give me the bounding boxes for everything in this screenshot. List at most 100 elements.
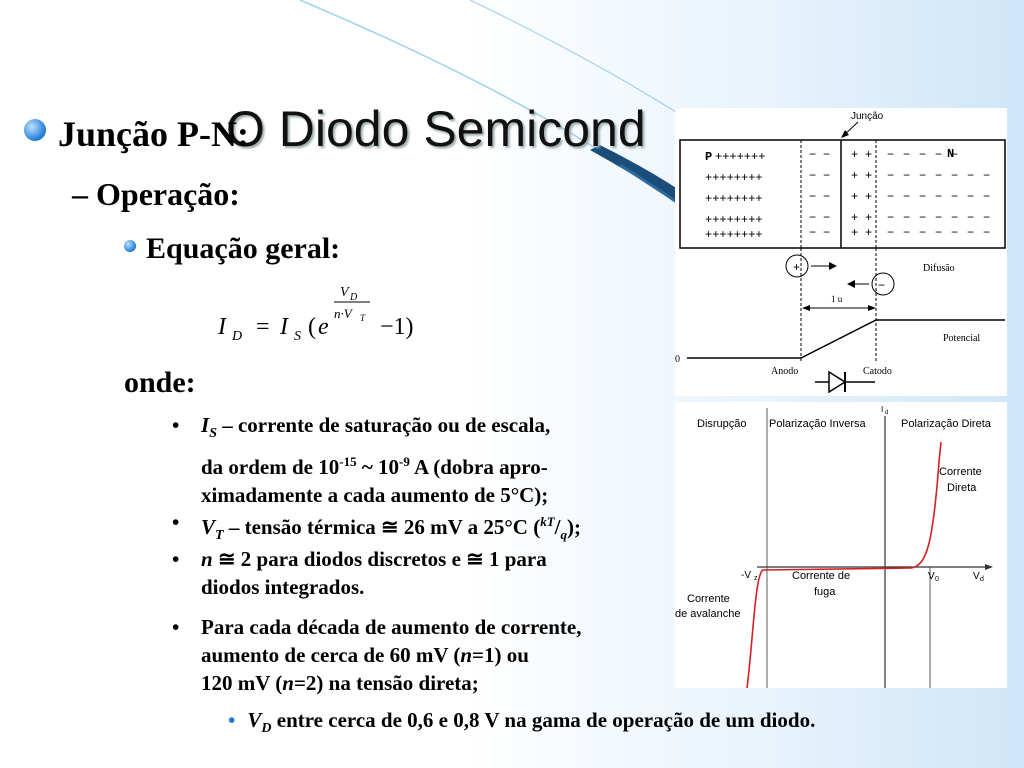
n-charge-mark: − xyxy=(935,169,942,183)
slide-title: O Diodo Semicond xyxy=(226,101,646,157)
n-charge-mark: − xyxy=(967,169,974,183)
text-frag: =2) na tensão direta; xyxy=(293,671,479,695)
charge-mark: − xyxy=(809,190,816,204)
v0-label: V xyxy=(928,571,935,582)
text-frag: ximadamente a cada aumento de 5°C); xyxy=(201,483,549,508)
n-charge-mark: − xyxy=(935,190,942,204)
hole-plus: + xyxy=(793,260,800,274)
sym-v: V xyxy=(247,708,262,732)
charge-mark: − xyxy=(809,226,816,240)
bullet-vt: • VT – tensão térmica ≅ 26 mV a 25°C (kT… xyxy=(172,510,582,544)
n-charge-mark: − xyxy=(919,211,926,225)
charge-mark: + xyxy=(851,148,858,162)
n-charge-mark: − xyxy=(887,190,894,204)
p-row: ++++++++ xyxy=(705,171,763,185)
charge-mark: − xyxy=(823,226,830,240)
n-label: N xyxy=(947,147,954,161)
n-charge-mark: − xyxy=(903,169,910,183)
sym-n: n xyxy=(460,643,473,667)
charge-mark: + xyxy=(851,226,858,240)
kt-frag: kT xyxy=(540,514,555,529)
charge-mark: − xyxy=(823,190,830,204)
bullet-decade-text: Para cada década de aumento de corrente, xyxy=(201,615,582,639)
sym-n: n xyxy=(282,671,294,695)
width-label: 1 u xyxy=(831,294,843,304)
n-charge-mark: − xyxy=(951,226,958,240)
bullet-marker: • xyxy=(172,547,180,571)
n-charge-mark: − xyxy=(919,190,926,204)
bullet-dot-icon xyxy=(124,240,136,252)
heading-junction: Junção P-N: xyxy=(24,113,249,155)
forward-current-label-2: Direta xyxy=(947,482,977,494)
charge-mark: + xyxy=(865,211,872,225)
sym-t: T xyxy=(215,528,224,544)
forward-bias-label: Polarização Direta xyxy=(901,418,992,430)
bullet-marker: • xyxy=(172,615,180,639)
iv-curve-line xyxy=(746,441,942,688)
sym-s: S xyxy=(209,426,217,442)
id-axis-sub: d xyxy=(885,410,888,416)
n-charge-mark: − xyxy=(967,190,974,204)
n-charge-mark: − xyxy=(887,169,894,183)
n-charge-mark: − xyxy=(887,226,894,240)
p-row: ++++++++ xyxy=(705,192,763,206)
vd-label: V xyxy=(973,571,980,582)
n-charge-mark: − xyxy=(935,148,942,162)
n-charge-mark: − xyxy=(919,226,926,240)
charge-mark: + xyxy=(851,169,858,183)
sym-v: V xyxy=(201,515,216,539)
text-frag: ~ 10 xyxy=(356,455,400,480)
eq-equals: = xyxy=(256,314,270,340)
junction-label: Junção xyxy=(851,111,884,122)
text-frag: 120 mV ( xyxy=(201,671,283,695)
n-charge-mark: − xyxy=(983,190,990,204)
n-charge-mark: − xyxy=(951,148,958,162)
n-charge-mark: − xyxy=(887,211,894,225)
dash-bullet: – xyxy=(72,176,96,212)
n-charge-mark: − xyxy=(887,148,894,162)
text-frag: A (dobra apro- xyxy=(409,455,548,480)
sub-bullet-vd: • VD entre cerca de 0,6 e 0,8 V na gama d… xyxy=(228,708,815,737)
q-frag: q xyxy=(560,527,568,543)
v0-sub: 0 xyxy=(935,576,939,583)
exp-frag: -9 xyxy=(399,454,410,470)
vz-label: -V xyxy=(741,570,751,581)
n-charge-mark: − xyxy=(919,148,926,162)
n-charge-mark: − xyxy=(967,211,974,225)
id-axis-label: I xyxy=(881,405,883,414)
leakage-label-2: fuga xyxy=(814,586,836,598)
n-charge-mark: − xyxy=(903,226,910,240)
n-charge-mark: − xyxy=(903,190,910,204)
avalanche-label: Corrente xyxy=(687,593,730,605)
bullet-marker: • xyxy=(172,413,180,437)
sub-bullet-text: entre cerca de 0,6 e 0,8 V na gama de op… xyxy=(271,708,816,732)
charge-mark: + xyxy=(865,190,872,204)
subheading-operation: – Operação: xyxy=(72,176,240,213)
bullet-marker: • xyxy=(172,510,180,534)
zero-label: 0 xyxy=(675,354,680,365)
n-charge-mark: − xyxy=(983,226,990,240)
forward-current-label: Corrente xyxy=(939,466,982,478)
bullet-is-text: – corrente de saturação ou de escala, xyxy=(216,413,551,437)
eq-paren: ( xyxy=(308,314,316,340)
sym-d: D xyxy=(261,721,272,737)
charge-mark: + xyxy=(851,190,858,204)
n-charge-mark: − xyxy=(919,169,926,183)
bullet-marker: • xyxy=(228,708,236,732)
reverse-bias-label: Polarização Inversa xyxy=(769,418,866,430)
eq-minus1: −1) xyxy=(380,314,414,340)
n-charge-mark: − xyxy=(983,169,990,183)
iv-curve-diagram: I d Disrupção Polarização Inversa Polari… xyxy=(675,402,1007,688)
anode-label: Anodo xyxy=(771,366,798,377)
potential-label: Potencial xyxy=(943,333,980,344)
sym-n: n xyxy=(201,547,213,571)
bullet-is: • IS – corrente de saturação ou de escal… xyxy=(172,411,550,509)
p-label: P xyxy=(705,150,712,164)
p-row: ++++++++ xyxy=(705,228,763,242)
charge-mark: + xyxy=(865,148,872,162)
eq-nvt-sub: T xyxy=(360,313,366,323)
n-charge-mark: − xyxy=(951,211,958,225)
breakdown-label: Disrupção xyxy=(697,418,747,430)
eq-vd-sub: D xyxy=(349,292,358,303)
text-frag: aumento de cerca de 60 mV ( xyxy=(201,643,461,667)
